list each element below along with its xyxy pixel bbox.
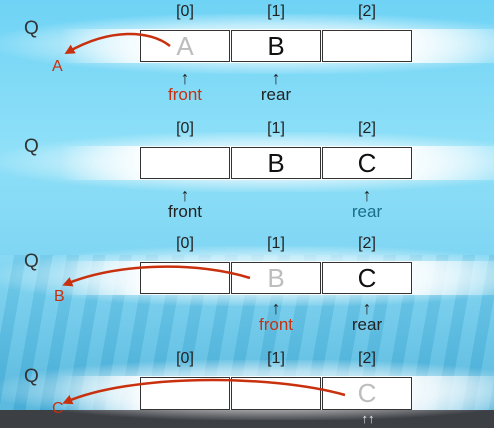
- index-label-0: [0]: [176, 3, 194, 20]
- rear-pointer: ↑ rear: [322, 298, 412, 334]
- index-label-0: [0]: [176, 235, 194, 252]
- rear-pointer: ↑ rear: [322, 185, 412, 221]
- dequeued-item-label: A: [52, 58, 63, 75]
- queue-cell-2: C: [322, 262, 412, 294]
- up-arrow-icon: ↑: [180, 185, 190, 205]
- index-label-1: [1]: [267, 235, 285, 252]
- queue-cell-1: B: [231, 262, 321, 294]
- front-rear-pointer: ↑↑: [343, 411, 393, 426]
- dequeue-arrow-2: [62, 265, 251, 287]
- up-arrow-icon: ↑: [180, 68, 190, 88]
- dequeued-item-label: B: [54, 288, 65, 305]
- rear-label: rear: [260, 85, 292, 104]
- up-arrow-icon: ↑: [271, 68, 281, 88]
- index-label-0: [0]: [176, 120, 194, 137]
- rear-label: rear: [351, 315, 383, 334]
- dequeued-item-label: C: [52, 400, 64, 417]
- front-pointer: ↑ front: [140, 68, 230, 104]
- up-arrow-icon: ↑: [271, 298, 281, 318]
- index-label-0: [0]: [176, 350, 194, 367]
- rear-label: rear: [351, 202, 383, 221]
- index-label-2: [2]: [358, 235, 376, 252]
- queue-cell-2: [322, 30, 412, 62]
- front-label: front: [258, 315, 294, 334]
- up-arrow-icon: ↑: [362, 298, 372, 318]
- queue-cell-2: C: [322, 377, 412, 410]
- index-label-1: [1]: [267, 3, 285, 20]
- queue-label: Q: [24, 366, 39, 387]
- queue-cell-1: B: [231, 30, 321, 62]
- queue-label: Q: [24, 251, 39, 272]
- rear-pointer: ↑ rear: [231, 68, 321, 104]
- queue-cell-0: [140, 147, 230, 179]
- front-pointer: ↑ front: [231, 298, 321, 334]
- front-label: front: [167, 202, 203, 221]
- index-label-1: [1]: [267, 120, 285, 137]
- front-pointer: ↑ front: [140, 185, 230, 221]
- queue-cell-1: B: [231, 147, 321, 179]
- index-label-2: [2]: [358, 3, 376, 20]
- dequeue-arrow-1: [64, 32, 171, 54]
- double-up-arrow-icon: ↑↑: [361, 411, 375, 426]
- index-label-2: [2]: [358, 350, 376, 367]
- dequeue-arrow-3: [62, 378, 346, 405]
- queue-label: Q: [24, 18, 39, 39]
- queue-cell-2: C: [322, 147, 412, 179]
- queue-label: Q: [24, 136, 39, 157]
- up-arrow-icon: ↑: [362, 185, 372, 205]
- index-label-1: [1]: [267, 350, 285, 367]
- index-label-2: [2]: [358, 120, 376, 137]
- queue-cell-0: A: [140, 30, 230, 62]
- front-label: front: [167, 85, 203, 104]
